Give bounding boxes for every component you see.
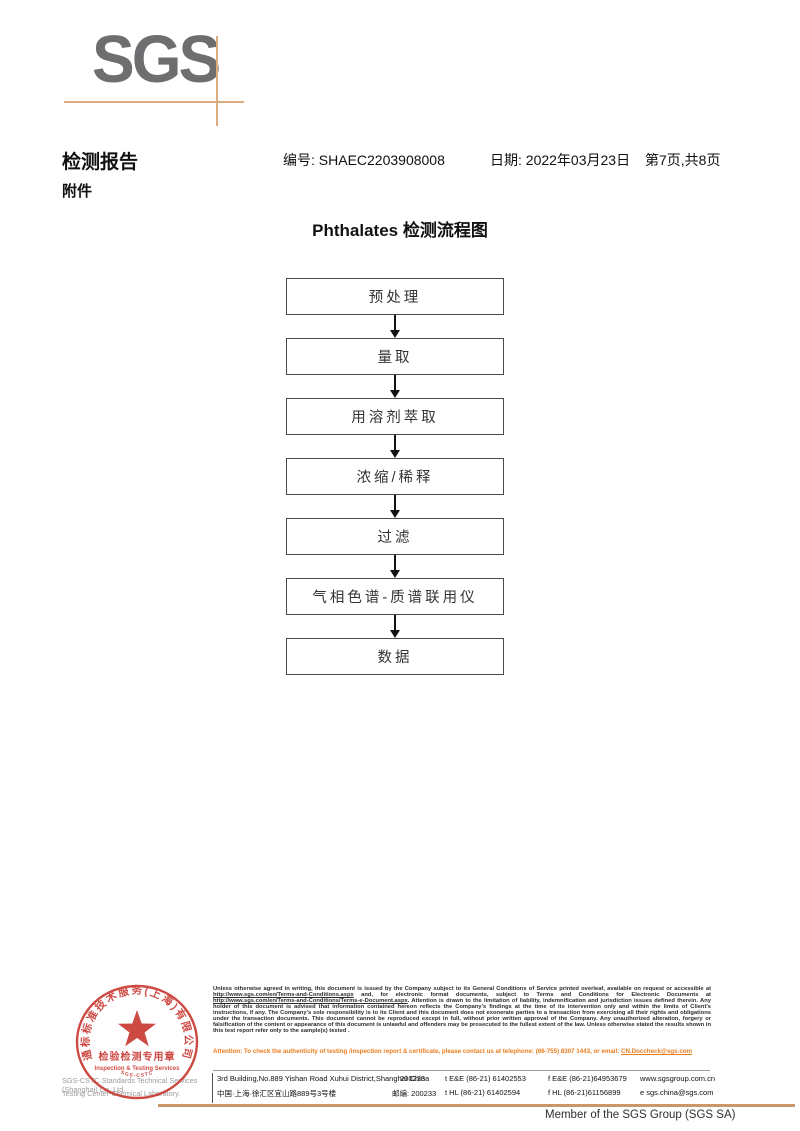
sgs-logo: SGS — [92, 21, 221, 97]
legal-disclaimer: Unless otherwise agreed in writing, this… — [213, 986, 711, 1035]
step-label: 浓缩/稀释 — [356, 470, 434, 486]
inspection-stamp-seal: 通标标准技术服务(上海)有限公司 SGS-CSTC 检验检测专用章 Inspec… — [75, 984, 199, 1100]
website: www.sgsgroup.com.cn — [640, 1074, 716, 1083]
address-row-en: 3rd Building,No.889 Yishan Road Xuhui Di… — [0, 1074, 800, 1087]
disclaimer-text: Unless otherwise agreed in writing, this… — [213, 986, 711, 992]
report-header: 检测报告 编号: SHAEC2203908008 日期: 2022年03月23日… — [0, 147, 800, 173]
flowchart-step-gcms: 气相色谱-质谱联用仪 — [286, 578, 504, 615]
footer-bottom-line — [158, 1104, 795, 1107]
flowchart: 预处理 量取 用溶剂萃取 浓缩/稀释 过滤 气相色谱-质谱联用仪 数据 — [286, 278, 504, 675]
fax-2: f HL (86-21)61156899 — [548, 1088, 621, 1097]
step-label: 量取 — [377, 350, 413, 366]
arrow-down-icon — [286, 435, 504, 458]
step-label: 预处理 — [368, 290, 422, 306]
logo-vertical-line — [216, 36, 218, 126]
member-of-sgs-group: Member of the SGS Group (SGS SA) — [545, 1109, 736, 1121]
terms-e-document-url: http://www.sgs.com/en/Terms-and-Conditio… — [213, 997, 408, 1004]
tel-2: t HL (86-21) 61402594 — [445, 1088, 521, 1097]
postcode-en: 200233 — [400, 1074, 426, 1083]
stamp-center-line2: Inspection & Testing Services — [95, 1066, 181, 1072]
step-label: 气相色谱-质谱联用仪 — [312, 590, 478, 606]
report-date: 日期: 2022年03月23日 — [490, 152, 631, 168]
flowchart-step-measure: 量取 — [286, 338, 504, 375]
address-vertical-bar — [212, 1073, 214, 1103]
flowchart-step-data: 数据 — [286, 638, 504, 675]
company-name-line2: Testing Center-Chemical Laboratory. — [62, 1089, 181, 1098]
arrow-down-icon — [286, 315, 504, 338]
doccheck-email: CN.Doccheck@sgs.com — [621, 1048, 693, 1055]
flowchart-step-concentrate-dilute: 浓缩/稀释 — [286, 458, 504, 495]
arrow-down-icon — [286, 375, 504, 398]
report-title: 检测报告 — [62, 152, 139, 173]
logo-horizontal-line — [64, 101, 244, 103]
company-name-line1: SGS-CSTC Standards Technical Services (S… — [62, 1076, 198, 1094]
arrow-down-icon — [286, 615, 504, 638]
flowchart-step-pretreatment: 预处理 — [286, 278, 504, 315]
step-label: 过滤 — [377, 530, 413, 546]
flowchart-title: Phthalates 检测流程图 — [312, 221, 488, 240]
flowchart-step-filter: 过滤 — [286, 518, 504, 555]
terms-url: http://www.sgs.com/en/Terms-and-Conditio… — [213, 991, 354, 998]
attachment-label: 附件 — [62, 183, 93, 200]
stamp-bottom-arc-text: SGS-CSTC — [120, 1070, 155, 1079]
report-number: 编号: SHAEC2203908008 — [283, 152, 445, 168]
address-en: 3rd Building,No.889 Yishan Road Xuhui Di… — [217, 1074, 430, 1083]
disclaimer-text: and, for electronic format documents, su… — [353, 991, 711, 998]
step-label: 用溶剂萃取 — [351, 410, 439, 426]
address-separator-line — [213, 1070, 710, 1071]
attention-text: Attention: To check the authenticity of … — [213, 1048, 622, 1055]
fax-1: f E&E (86-21)64953679 — [548, 1074, 627, 1083]
address-row-cn: 中国·上海·徐汇区宜山路889号3号楼 邮编: 200233 t HL (86-… — [0, 1088, 800, 1101]
stamp-center-line1: 检验检测专用章 — [99, 1050, 176, 1063]
disclaimer-text: . Attention is drawn to the limitation o… — [213, 997, 711, 1034]
arrow-down-icon — [286, 555, 504, 578]
star-icon — [118, 1010, 156, 1047]
postcode-cn: 邮编: 200233 — [392, 1089, 437, 1098]
address-cn: 中国·上海·徐汇区宜山路889号3号楼 — [217, 1089, 337, 1098]
email: e sgs.china@sgs.com — [640, 1088, 714, 1097]
stamp-circle — [75, 984, 199, 1100]
attention-notice: Attention: To check the authenticity of … — [213, 1048, 711, 1056]
flowchart-step-solvent-extraction: 用溶剂萃取 — [286, 398, 504, 435]
page-indicator: 第7页,共8页 — [645, 152, 721, 168]
step-label: 数据 — [377, 650, 413, 666]
arrow-down-icon — [286, 495, 504, 518]
tel-1: t E&E (86-21) 61402553 — [445, 1074, 526, 1083]
